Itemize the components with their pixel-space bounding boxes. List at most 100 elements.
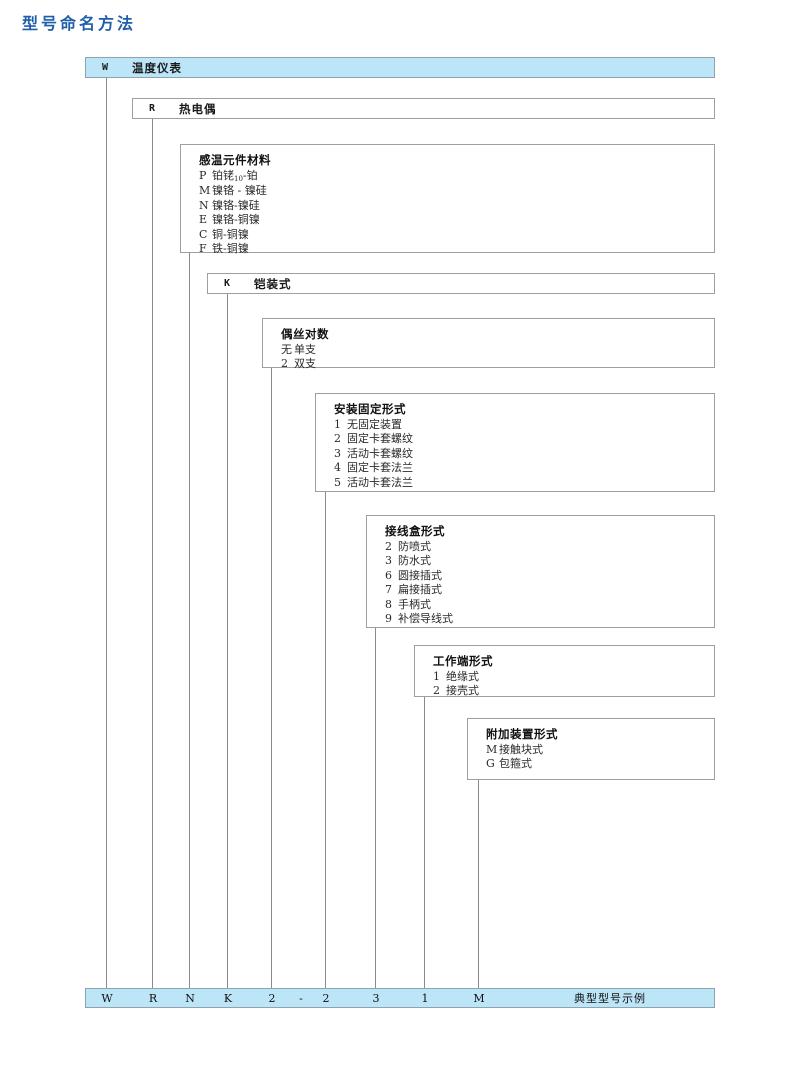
example-char: R — [148, 991, 158, 1005]
connector-line-junction-box-type — [375, 628, 376, 988]
page-title: 型号命名方法 — [22, 14, 137, 33]
option-label: 接壳式 — [446, 684, 479, 698]
option-label: 接触块式 — [499, 743, 543, 756]
option-label: 活动卡套法兰 — [347, 475, 413, 489]
option-label: 无固定装置 — [347, 418, 402, 431]
option-code: M — [199, 184, 211, 198]
option-item: 2 固定卡套螺纹 — [334, 432, 714, 446]
option-label: 防水式 — [398, 554, 431, 568]
option-label: 铁-铜镍 — [212, 242, 249, 256]
example-char: - — [299, 991, 303, 1005]
option-item: 3 活动卡套螺纹 — [334, 447, 714, 461]
option-code: 9 — [385, 612, 392, 626]
option-item: C 铜-铜镍 — [199, 228, 714, 242]
connector-line-temperature-instrument — [106, 78, 107, 988]
connector-line-wire-pairs — [271, 368, 272, 988]
code-armoured-type: K — [224, 278, 231, 289]
code-temperature-instrument: W — [102, 62, 109, 73]
option-label: 镍铬 - 镍硅 — [212, 184, 267, 198]
option-code: C — [199, 227, 208, 241]
option-label: 活动卡套螺纹 — [347, 446, 413, 460]
connector-line-working-end-type — [424, 697, 425, 988]
option-label: 防喷式 — [398, 540, 431, 553]
example-char: M — [473, 991, 485, 1005]
option-item: 4 固定卡套法兰 — [334, 461, 714, 475]
option-code: 2 — [433, 684, 440, 698]
option-item: 8 手柄式 — [385, 598, 714, 612]
option-label: 扁接插式 — [398, 583, 442, 597]
option-item: E 镍铬-铜镍 — [199, 213, 714, 227]
option-label: 单支 — [294, 343, 316, 356]
option-code: 2 — [385, 540, 392, 553]
example-char: W — [101, 991, 113, 1005]
option-label: 固定卡套法兰 — [347, 461, 413, 475]
option-code: 2 — [334, 432, 341, 446]
option-code: 4 — [334, 461, 341, 475]
option-item: 3 防水式 — [385, 554, 714, 568]
connector-line-thermocouple — [152, 119, 153, 988]
list-title-additional-device-type: 附加装置形式 — [486, 727, 558, 741]
option-label: 圆接插式 — [398, 568, 442, 582]
option-label: 手柄式 — [398, 597, 431, 611]
option-item: 2 接壳式 — [433, 684, 714, 698]
option-item: F 铁-铜镍 — [199, 242, 714, 256]
list-title-mounting-fixing-type: 安装固定形式 — [334, 402, 406, 416]
option-item: 7 扁接插式 — [385, 583, 714, 597]
option-item: G 包箍式 — [486, 757, 714, 771]
option-label: 铜-铜镍 — [212, 227, 249, 241]
option-item: 2 双支 — [281, 357, 714, 371]
option-label: 镍铬-铜镍 — [212, 213, 260, 227]
option-label: 镍铬-镍硅 — [212, 198, 260, 212]
list-title-junction-box-type: 接线盒形式 — [385, 524, 445, 538]
option-label: 双支 — [294, 357, 316, 371]
option-item: 6 圆接插式 — [385, 569, 714, 583]
option-item: 无单支 — [281, 343, 714, 357]
option-code: 1 — [433, 670, 440, 683]
option-label: 固定卡套螺纹 — [347, 432, 413, 446]
connector-line-mounting-fixing-type — [325, 492, 326, 988]
example-char: 2 — [268, 991, 276, 1005]
subscript: 10 — [234, 175, 243, 183]
example-char: 3 — [372, 991, 380, 1005]
option-code: E — [199, 213, 208, 227]
example-note: 典型型号示例 — [574, 992, 646, 1005]
example-char: K — [223, 991, 233, 1005]
option-label: 包箍式 — [499, 757, 532, 771]
option-code: 3 — [385, 554, 392, 568]
option-code: M — [486, 743, 498, 756]
list-title-sensing-element-material: 感温元件材料 — [199, 153, 271, 167]
example-char: N — [185, 991, 195, 1005]
option-code: N — [199, 198, 209, 212]
option-code: G — [486, 757, 495, 771]
option-item: 2 防喷式 — [385, 540, 714, 554]
option-code: 8 — [385, 597, 392, 611]
option-code: 6 — [385, 568, 392, 582]
connector-line-armoured-type — [227, 294, 228, 988]
option-code: 3 — [334, 446, 341, 460]
option-code: F — [199, 242, 207, 256]
connector-line-sensing-element-material — [189, 253, 190, 988]
option-code: 7 — [385, 583, 392, 597]
option-code: 2 — [281, 357, 288, 371]
label-thermocouple: 热电偶 — [179, 101, 217, 116]
